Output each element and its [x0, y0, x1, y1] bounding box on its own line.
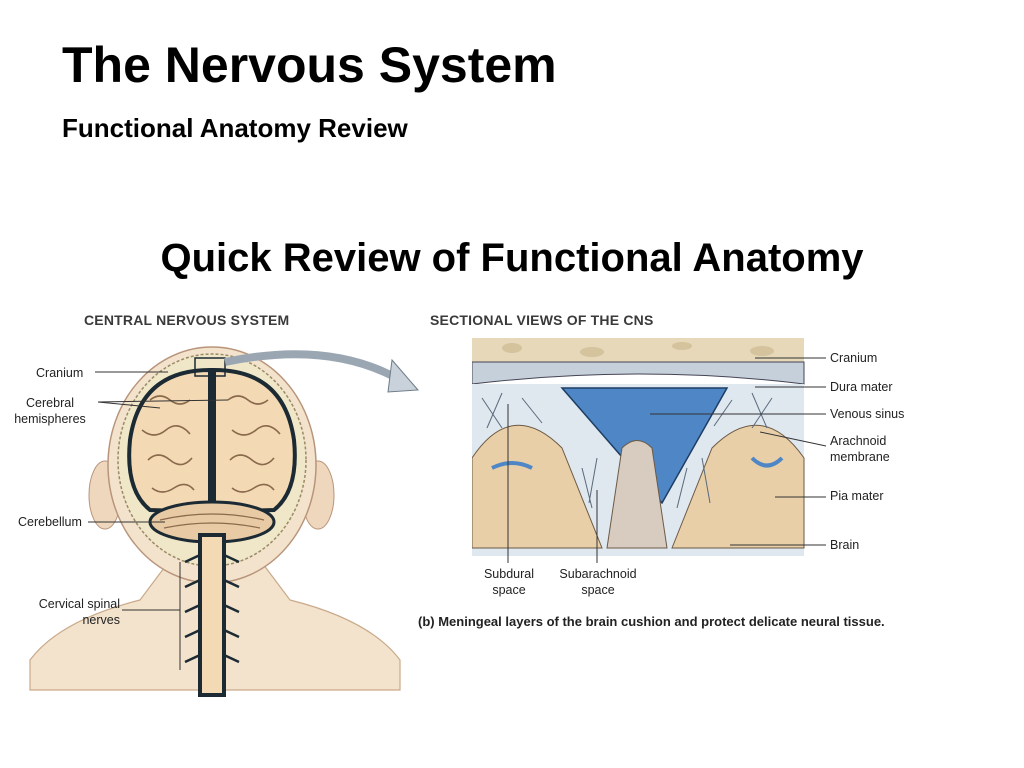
label-venous-sinus: Venous sinus — [830, 407, 905, 421]
label-pia-mater: Pia mater — [830, 489, 884, 503]
label-arachnoid-membrane: Arachnoid membrane — [830, 434, 890, 465]
cns-panel-caption: CENTRAL NERVOUS SYSTEM — [84, 312, 290, 328]
cns-head-illustration — [29, 346, 420, 697]
label-cervical-spinal-nerves: Cervical spinal nerves — [10, 597, 120, 628]
label-arachnoid-line2: membrane — [830, 449, 890, 464]
sectional-panel-caption: SECTIONAL VIEWS OF THE CNS — [430, 312, 654, 328]
slide-title: The Nervous System — [62, 37, 557, 93]
meninges-section-illustration — [472, 338, 805, 556]
label-cranium-right: Cranium — [830, 351, 878, 365]
label-spinal-line1: Cervical spinal — [38, 597, 120, 611]
label-spinal-line2: nerves — [82, 612, 120, 627]
label-cranium-left: Cranium — [36, 366, 84, 380]
label-subarachnoid-line2: space — [581, 582, 615, 597]
label-cerebral-hemispheres: Cerebral hemispheres — [4, 396, 96, 427]
figure-caption: (b) Meningeal layers of the brain cushio… — [418, 614, 885, 629]
label-cerebral-line1: Cerebral — [26, 396, 74, 410]
label-brain: Brain — [830, 538, 860, 552]
label-subarachnoid-line1: Subarachnoid — [559, 567, 637, 581]
label-arachnoid-line1: Arachnoid — [830, 434, 887, 448]
slide-subtitle: Functional Anatomy Review — [62, 113, 408, 143]
label-dura-mater: Dura mater — [830, 380, 893, 394]
slide-heading: Quick Review of Functional Anatomy — [160, 236, 864, 280]
label-subdural-space: Subdural space — [464, 567, 554, 598]
label-cerebral-line2: hemispheres — [14, 411, 86, 426]
label-subdural-line1: Subdural — [483, 567, 535, 581]
label-subarachnoid-space: Subarachnoid space — [546, 567, 650, 598]
label-subdural-line2: space — [492, 582, 526, 597]
label-cerebellum: Cerebellum — [18, 515, 82, 529]
